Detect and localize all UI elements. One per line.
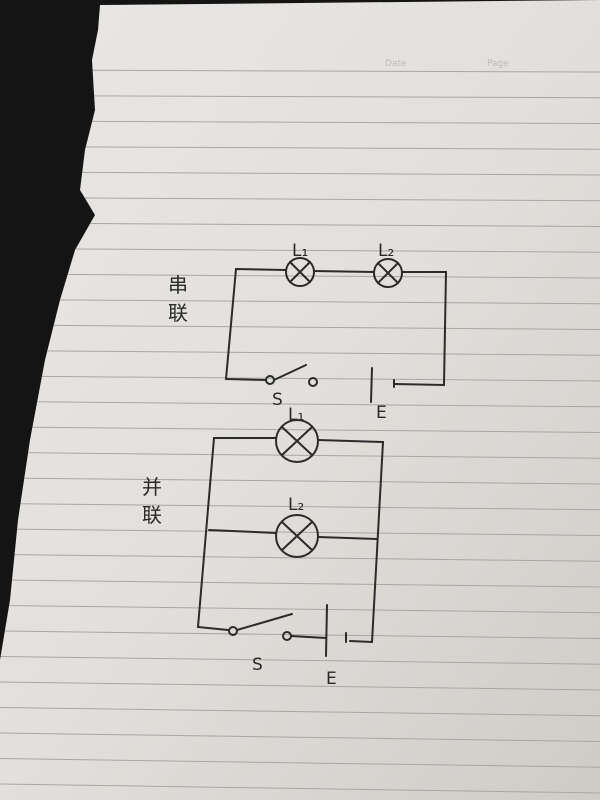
lamp-l1-icon	[285, 257, 315, 287]
parallel-battery-label: E	[326, 669, 337, 689]
ruled-line	[0, 299, 600, 305]
series-battery-label: E	[376, 403, 387, 423]
switch-lever	[273, 364, 307, 381]
parallel-title-char-1: 并	[142, 475, 162, 499]
lamp-l2-icon	[373, 258, 403, 288]
ruled-line	[0, 350, 600, 356]
ruled-line	[0, 554, 600, 562]
switch-contact	[228, 626, 238, 636]
ruled-line	[0, 146, 600, 150]
wire	[208, 529, 378, 540]
parallel-switch-label: S	[252, 655, 263, 675]
ruled-line	[0, 375, 600, 382]
ruled-line	[0, 95, 600, 99]
ruled-lines	[0, 69, 600, 794]
wire	[313, 270, 448, 387]
ruled-line	[0, 120, 600, 124]
ruled-line	[0, 197, 600, 202]
parallel-title-char-2: 联	[142, 503, 162, 527]
switch-contact	[308, 377, 318, 387]
battery-long-plate	[370, 367, 373, 403]
ruled-line	[0, 605, 600, 614]
parallel-lamp2-label: L₂	[288, 495, 304, 515]
ruled-line	[0, 426, 600, 433]
page-label: Page	[487, 59, 509, 69]
ruled-line	[0, 503, 600, 511]
ruled-line	[0, 222, 600, 227]
ruled-line	[0, 477, 600, 485]
wire	[290, 635, 327, 639]
switch-lever	[236, 613, 293, 631]
ruled-line	[0, 452, 600, 459]
parallel-lamp1-label: L₁	[288, 405, 304, 425]
ruled-line	[0, 707, 600, 717]
ruled-line	[0, 579, 600, 588]
ruled-line	[0, 69, 600, 73]
wire	[317, 439, 385, 644]
wire	[224, 267, 287, 381]
series-lamp2-label: L₂	[378, 241, 394, 261]
date-label: Date	[385, 59, 407, 69]
series-title-char-1: 串	[168, 273, 188, 297]
ruled-line	[0, 630, 600, 639]
series-title-char-2: 联	[168, 301, 188, 325]
ruled-line	[0, 783, 600, 794]
switch-contact	[282, 631, 292, 641]
parallel-circuit: 并 联 L₁ L₂ S E	[142, 405, 385, 689]
ruled-line	[0, 324, 600, 330]
lamp-l1-icon	[275, 419, 319, 463]
wire	[196, 437, 277, 631]
ruled-line	[0, 758, 600, 768]
ruled-line	[0, 681, 600, 691]
ruled-line	[0, 401, 600, 408]
ruled-line	[0, 273, 600, 279]
battery-long-plate	[325, 604, 328, 657]
ruled-line	[0, 248, 600, 253]
series-lamp1-label: L₁	[292, 241, 308, 261]
series-circuit: 串 联 L₁ L₂ S E	[168, 241, 448, 423]
series-switch-label: S	[272, 390, 283, 410]
ruled-line	[0, 171, 600, 176]
switch-contact	[265, 375, 275, 385]
ruled-line	[0, 656, 600, 665]
lamp-l2-icon	[275, 514, 319, 558]
ruled-line	[0, 732, 600, 742]
